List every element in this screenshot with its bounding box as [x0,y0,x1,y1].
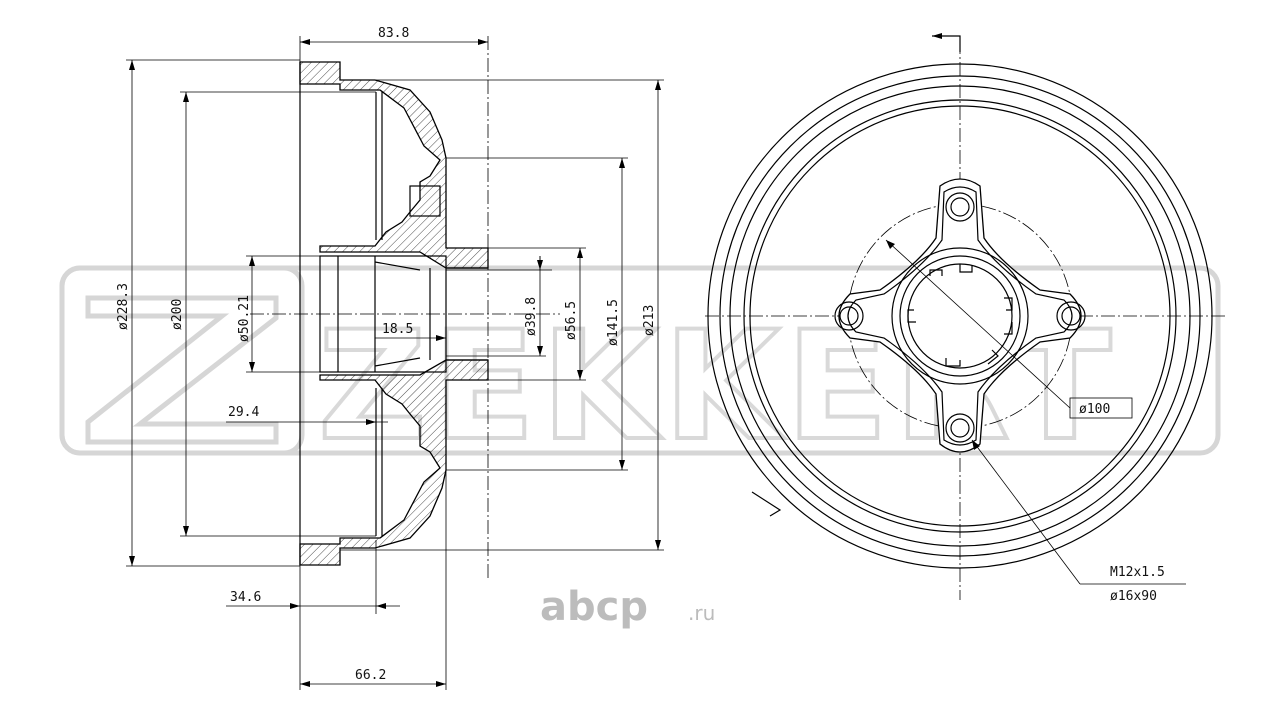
leader-pcd [885,239,1071,409]
hub-bore-taper-2 [374,357,421,367]
hub-bore-taper-1 [374,261,421,271]
pcd-label: ø100 [1079,402,1110,417]
side-section-view [250,36,560,580]
thread-label: M12x1.5 [1110,565,1165,580]
dim-width-top: 83.8 [378,26,409,41]
section-lower-half [299,359,489,566]
bolt-hole-top [945,192,975,222]
dim-inner-dia: ø200 [170,299,185,330]
section-marker-top [932,35,961,52]
bolt-label: ø16x90 [1110,589,1157,604]
dim-step: 29.4 [228,405,259,420]
leader-thread [971,439,1081,585]
dim-pcd-outer: ø141.5 [606,299,621,346]
section-upper-half [299,61,489,269]
dim-drum-dia: ø213 [642,305,657,336]
watermark-z-mark [85,295,279,445]
hub-flange [838,178,1082,453]
dim-bore-dia: ø50.21 [237,295,252,342]
abcp-tld: .ru [688,601,715,625]
bolt-hole-section [409,185,441,217]
front-view: ø100 M12x1.5 ø16x90 [705,33,1225,604]
bolt-hole-bottom [945,413,975,443]
center-bore-ring [899,255,1021,377]
hub-flange-outline-2 [847,186,1073,446]
side-dimensions: 83.8 ø228.3 ø200 ø50.21 18.5 ø39.8 [116,26,664,690]
abcp-logo: abcp [540,584,648,630]
center-bore-outer [891,247,1029,385]
bolt-hole-right [1056,301,1086,331]
dim-outer-dia: ø228.3 [116,283,131,330]
dim-flange-dia: ø56.5 [564,301,579,340]
center-bore-splines [907,264,1013,367]
dim-hub-dia: ø39.8 [524,297,539,336]
dim-hub-offset: 18.5 [382,322,413,337]
source-watermark: abcp .ru [540,584,715,630]
bolt-hole-left [834,301,864,331]
pcd-label-box [1069,397,1133,419]
dim-lower-width: 34.6 [230,590,261,605]
dim-total-depth: 66.2 [355,668,386,683]
section-marker-bottom [751,491,782,517]
watermark-logo-box [59,265,305,456]
